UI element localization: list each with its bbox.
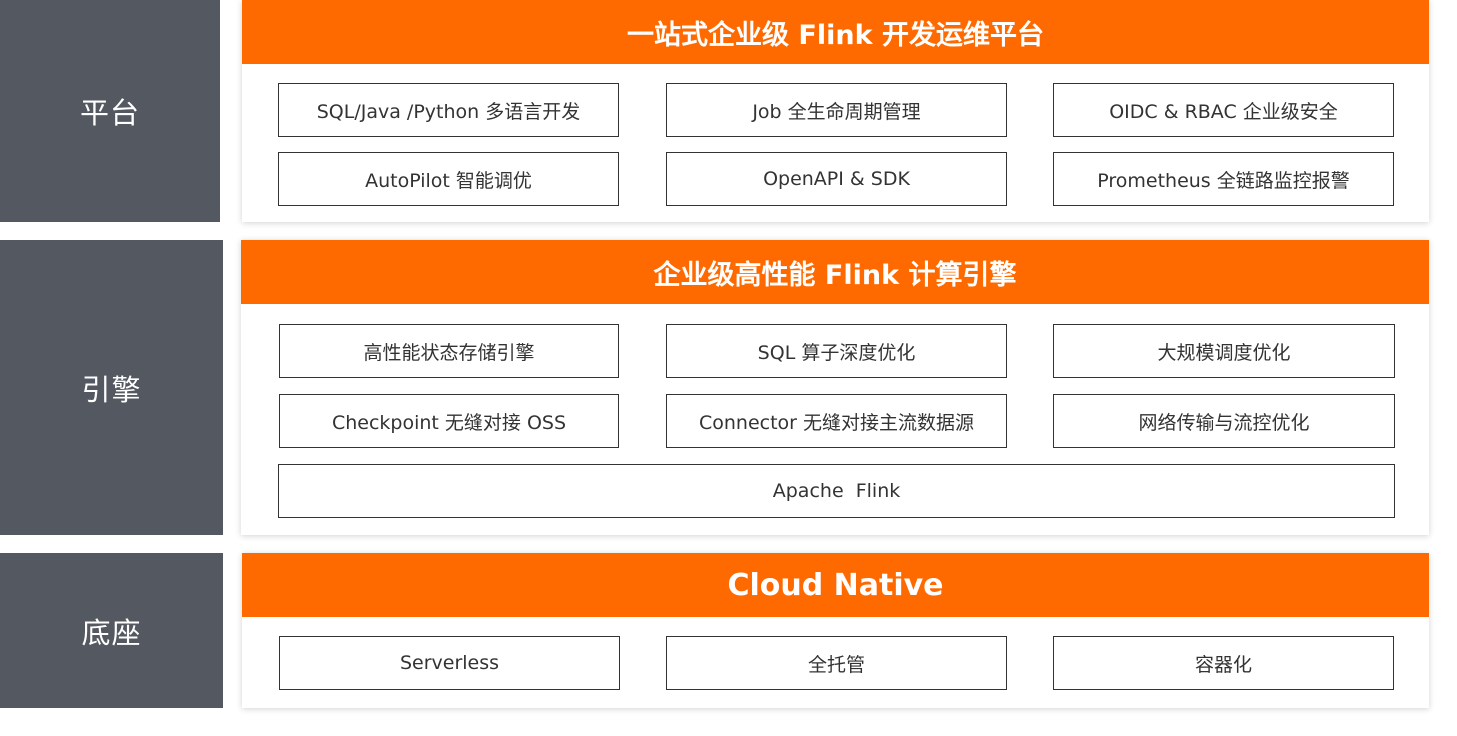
engine-item-state-store: 高性能状态存储引擎 [279, 324, 619, 378]
platform-item-job-lifecycle: Job 全生命周期管理 [666, 83, 1007, 137]
base-item-containerized: 容器化 [1053, 636, 1394, 690]
engine-item-network: 网络传输与流控优化 [1053, 394, 1395, 448]
engine-item-scheduling: 大规模调度优化 [1053, 324, 1395, 378]
engine-item-apache-flink: Apache Flink [278, 464, 1395, 518]
platform-banner: 一站式企业级 Flink 开发运维平台 [242, 0, 1429, 64]
platform-item-multilang: SQL/Java /Python 多语言开发 [278, 83, 619, 137]
platform-item-autopilot: AutoPilot 智能调优 [278, 152, 619, 206]
platform-item-prometheus: Prometheus 全链路监控报警 [1053, 152, 1394, 206]
base-panel: Cloud Native Serverless 全托管 容器化 [242, 553, 1429, 708]
base-item-fully-managed: 全托管 [666, 636, 1007, 690]
side-label-platform: 平台 [0, 0, 220, 222]
platform-item-security: OIDC & RBAC 企业级安全 [1053, 83, 1394, 137]
base-item-serverless: Serverless [279, 636, 620, 690]
engine-panel: 企业级高性能 Flink 计算引擎 高性能状态存储引擎 SQL 算子深度优化 大… [241, 240, 1429, 535]
platform-panel: 一站式企业级 Flink 开发运维平台 SQL/Java /Python 多语言… [242, 0, 1429, 222]
platform-item-openapi: OpenAPI & SDK [666, 152, 1007, 206]
engine-item-sql-operator: SQL 算子深度优化 [666, 324, 1007, 378]
base-banner: Cloud Native [242, 553, 1429, 617]
engine-banner: 企业级高性能 Flink 计算引擎 [241, 240, 1429, 304]
engine-item-checkpoint: Checkpoint 无缝对接 OSS [279, 394, 619, 448]
side-label-engine: 引擎 [0, 240, 223, 535]
engine-item-connector: Connector 无缝对接主流数据源 [666, 394, 1007, 448]
side-label-base: 底座 [0, 553, 223, 708]
